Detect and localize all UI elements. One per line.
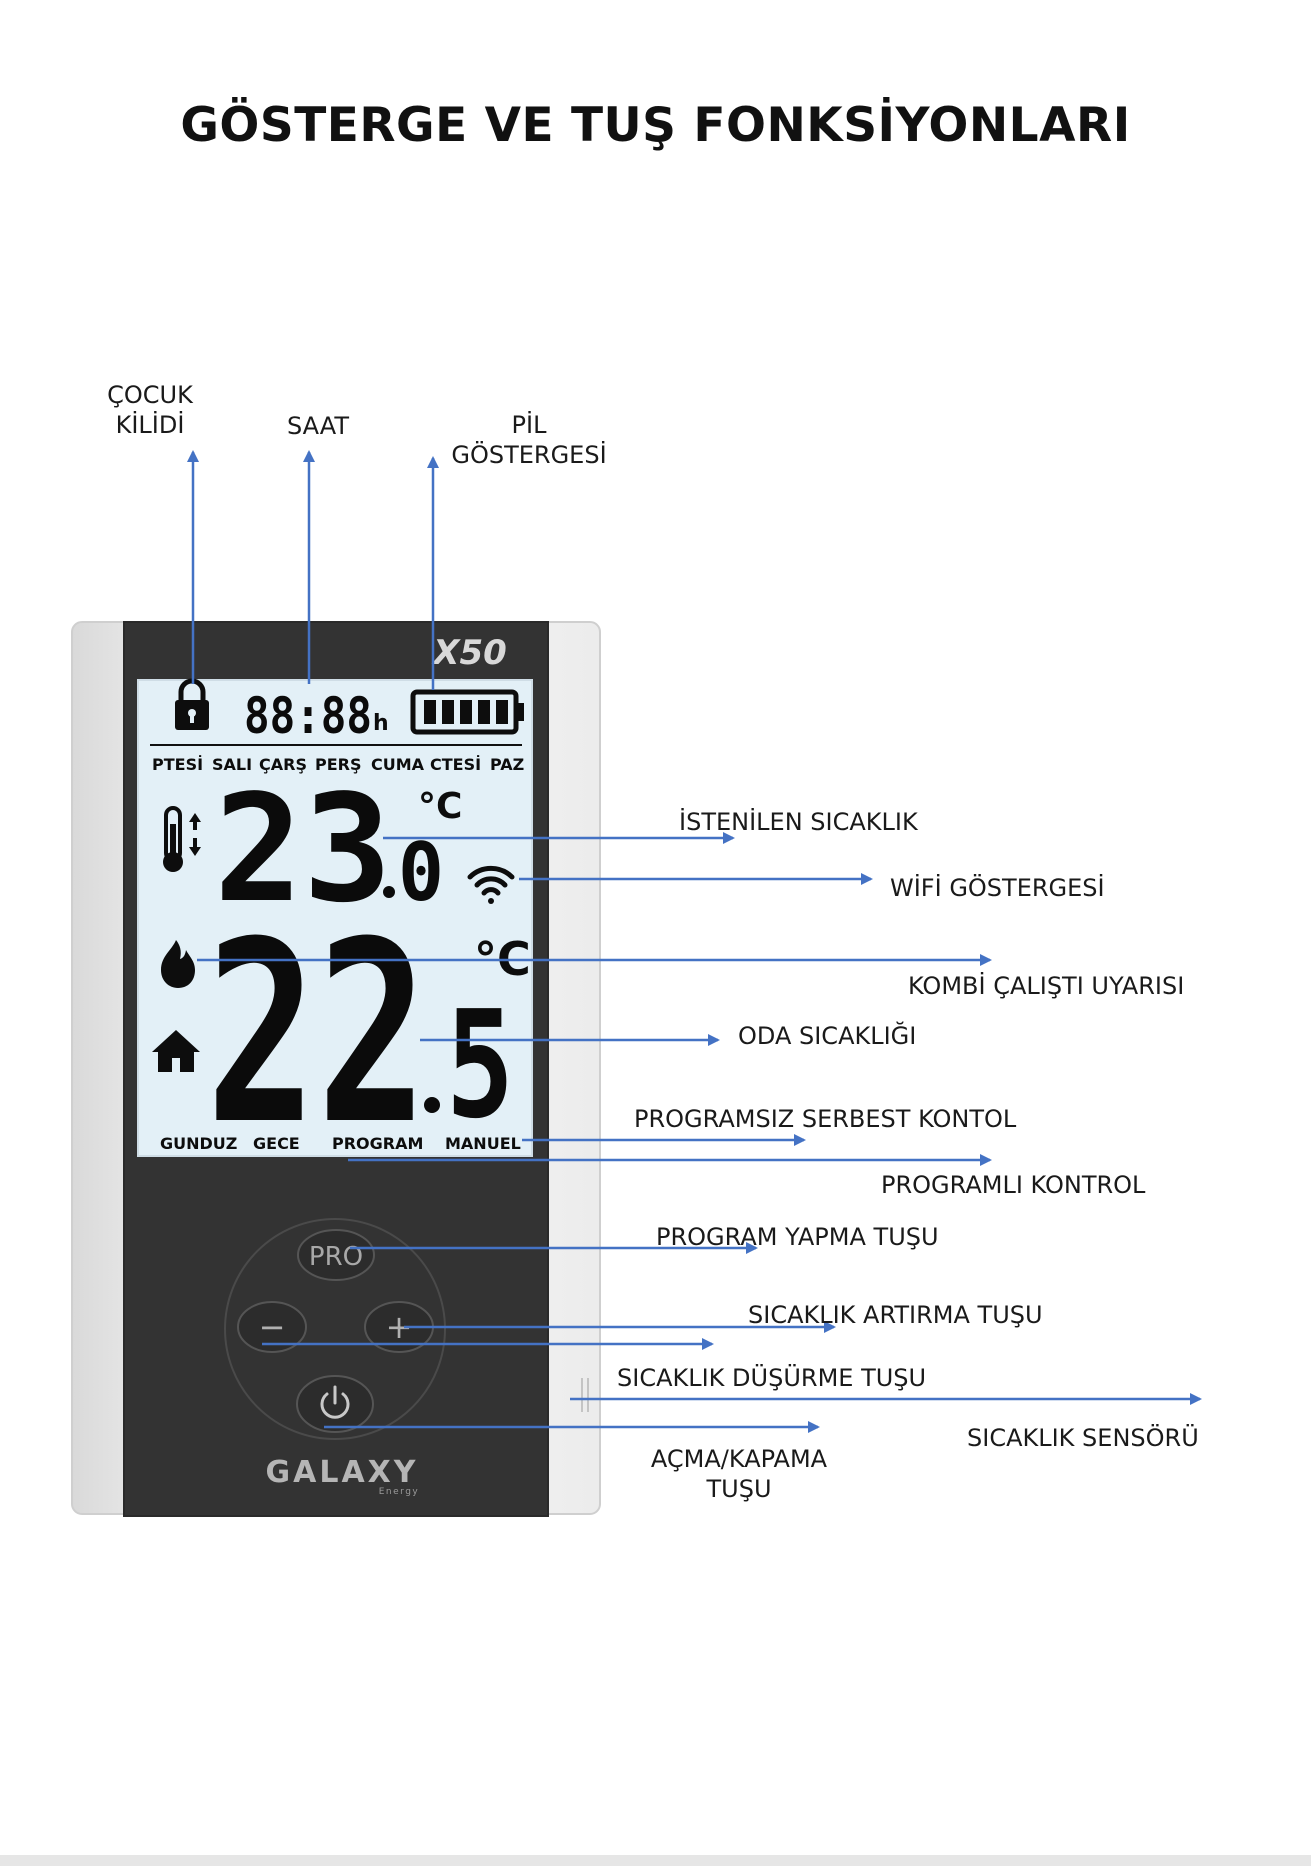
set-temp-integer: 23 <box>214 763 392 935</box>
mode-label-2: PROGRAM <box>332 1134 423 1153</box>
battery-icon <box>410 689 524 735</box>
power-button[interactable] <box>296 1375 374 1433</box>
mode-label-0: GUNDUZ <box>160 1134 237 1153</box>
mode-label-3: MANUEL <box>445 1134 521 1153</box>
label-room-temp: ODA SICAKLIĞI <box>738 1022 917 1050</box>
plus-button[interactable]: + <box>364 1301 434 1353</box>
label-boiler: KOMBİ ÇALIŞTI UYARISI <box>908 972 1185 1000</box>
room-temp-integer: 22 <box>206 888 428 1179</box>
day-label-6: PAZ <box>490 755 524 774</box>
wifi-icon <box>467 865 515 904</box>
label-program: PROGRAMLI KONTROL <box>881 1171 1146 1199</box>
model-logo: X50 <box>431 633 507 673</box>
power-icon <box>320 1385 350 1419</box>
day-label-1: SALI <box>212 755 252 774</box>
label-pro-key: PROGRAM YAPMA TUŞU <box>656 1223 939 1251</box>
day-label-5: CTESİ <box>430 755 481 774</box>
label-wifi: WİFİ GÖSTERGESİ <box>890 874 1105 902</box>
page-bottom-strip <box>0 1855 1311 1866</box>
thermometer-icon <box>163 806 201 872</box>
day-label-4: CUMA <box>371 755 425 774</box>
minus-button[interactable]: − <box>237 1301 307 1353</box>
label-manual: PROGRAMSIZ SERBEST KONTOL <box>634 1105 1017 1133</box>
page-title: GÖSTERGE VE TUŞ FONKSİYONLARI <box>180 98 1131 153</box>
set-temp-unit: °C <box>418 786 462 827</box>
brand-logo: GALAXY <box>265 1455 418 1490</box>
day-label-2: ÇARŞ <box>259 755 307 774</box>
clock-display: 88:88 <box>244 687 372 745</box>
room-temp-decimal-point <box>424 1097 440 1113</box>
home-icon <box>152 1030 200 1072</box>
pro-button[interactable]: PRO <box>297 1229 375 1281</box>
callout-arrows <box>187 450 1202 1433</box>
mode-label-1: GECE <box>253 1134 300 1153</box>
lock-icon <box>175 678 209 730</box>
mode-labels: GUNDUZ GECE PROGRAM MANUEL <box>160 1134 521 1153</box>
label-plus-key: SICAKLIK ARTIRMA TUŞU <box>748 1301 1043 1329</box>
day-label-0: PTESİ <box>152 755 203 774</box>
pro-button-label: PRO <box>309 1242 363 1272</box>
room-temp-decimal: 5 <box>446 979 514 1151</box>
day-label-3: PERŞ <box>315 755 362 774</box>
set-temp-decimal-point <box>383 886 395 898</box>
day-labels: PTESİ SALI ÇARŞ PERŞ CUMA CTESİ PAZ <box>152 755 524 774</box>
minus-button-label: − <box>259 1308 286 1346</box>
sensor-slot <box>581 1378 589 1412</box>
lcd-screen <box>137 679 533 1157</box>
label-clock: SAAT <box>287 412 349 440</box>
control-ring <box>224 1218 446 1440</box>
label-set-temp: İSTENİLEN SICAKLIK <box>679 808 918 836</box>
label-minus-key: SICAKLIK DÜŞÜRME TUŞU <box>617 1364 927 1392</box>
brand-subtitle: Energy <box>379 1487 420 1497</box>
clock-unit: h <box>373 711 389 736</box>
set-temp-decimal: 0 <box>398 826 444 919</box>
label-sensor: SICAKLIK SENSÖRÜ <box>967 1424 1199 1452</box>
flame-icon <box>161 940 195 988</box>
